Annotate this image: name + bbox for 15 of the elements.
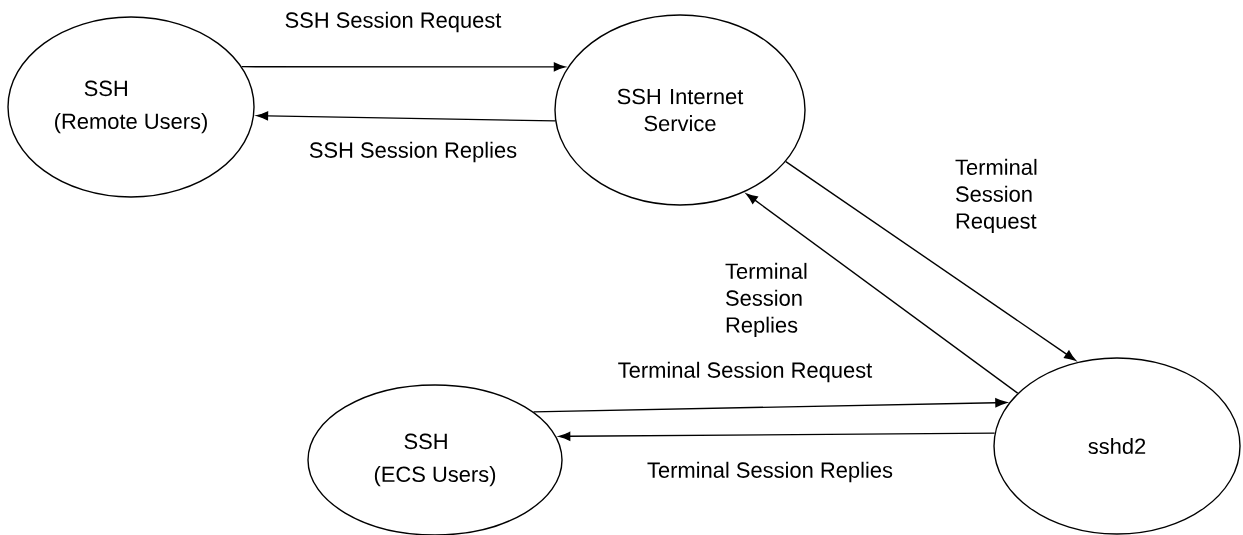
- ellipse-node: sshd2: [993, 357, 1241, 535]
- edge-label: SSH Session Request: [285, 11, 502, 33]
- ellipse-node: SSH (Remote Users): [7, 16, 255, 198]
- arrow: [746, 193, 1019, 394]
- arrow: [256, 111, 556, 122]
- edge-label: Terminal Session Replies: [647, 461, 893, 483]
- edge-label: Terminal Session Replies: [725, 262, 807, 338]
- ellipse-node: SSH Internet Service: [554, 14, 806, 206]
- arrow: [241, 62, 566, 72]
- arrow: [785, 160, 1076, 361]
- arrow: [532, 398, 1007, 413]
- edge-label: SSH Session Replies: [309, 141, 517, 163]
- edge-label: Terminal Session Request: [955, 158, 1037, 234]
- edge-label: Terminal Session Request: [618, 361, 873, 383]
- arrow: [558, 431, 996, 441]
